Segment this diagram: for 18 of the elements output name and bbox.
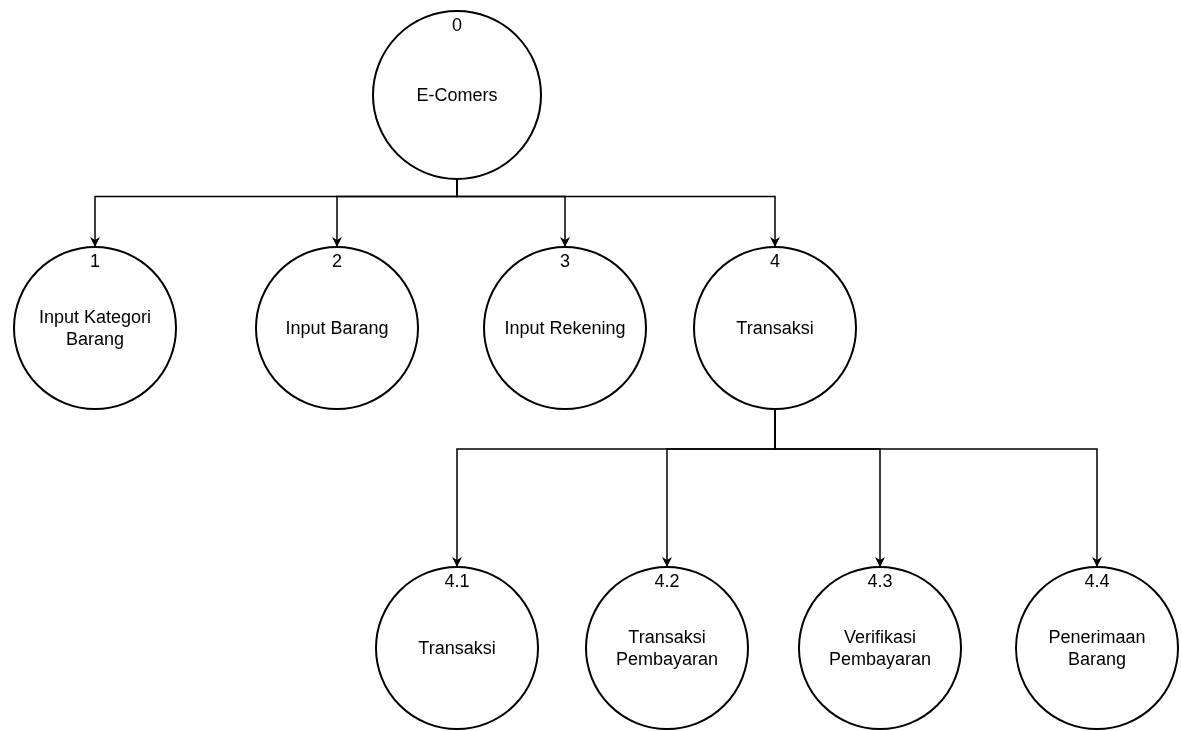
process-name: Input Barang (284, 316, 390, 340)
process-name: Penerimaan Barang (1047, 625, 1147, 671)
process-name: Input Kategori Barang (37, 305, 153, 351)
process-number: 4.4 (1083, 570, 1111, 593)
process-number: 1 (89, 250, 101, 273)
process-number: 3 (559, 250, 571, 273)
process-name: Input Rekening (503, 316, 627, 340)
process-name: E-Comers (415, 83, 499, 107)
process-number: 4.3 (866, 570, 894, 593)
process-number: 4.2 (653, 570, 681, 593)
process-name: Transaksi (417, 636, 497, 660)
process-number: 4 (769, 250, 781, 273)
process-name: Verifikasi Pembayaran (827, 625, 933, 671)
process-number: 0 (451, 14, 463, 37)
process-number: 2 (331, 250, 343, 273)
process-number: 4.1 (443, 570, 471, 593)
process-name: Transaksi (735, 316, 815, 340)
process-name: Transaksi Pembayaran (614, 625, 720, 671)
